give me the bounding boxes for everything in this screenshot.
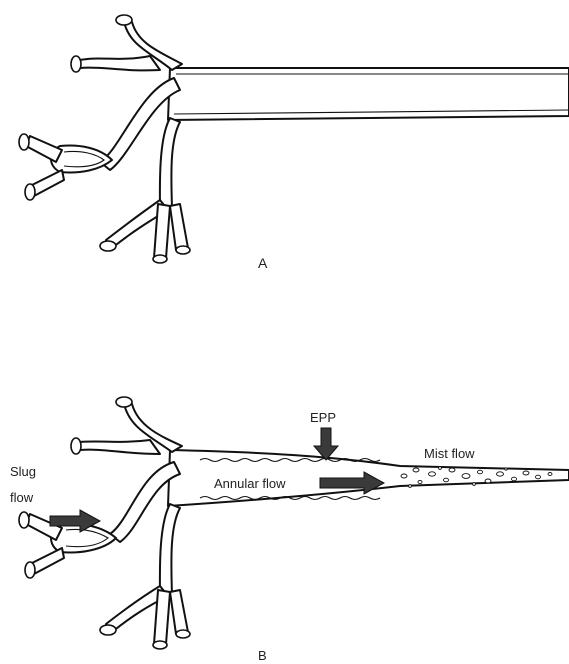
slug-flow-label-line2: flow <box>10 490 34 505</box>
branch-end-a-bottom-3 <box>176 246 190 254</box>
branch-end-a-top <box>116 15 132 25</box>
airway-tree-b <box>19 397 569 649</box>
branch-end-b-left-2 <box>25 562 35 578</box>
branch-end-b-bottom-3 <box>176 630 190 638</box>
panel-label-b: B <box>258 648 267 663</box>
branch-end-b-upper-left <box>71 438 81 454</box>
airway-tree-a <box>19 15 569 263</box>
branch-end-b-top <box>116 397 132 407</box>
epp-arrow <box>314 428 338 460</box>
branch-end-b-bottom-2 <box>153 641 167 649</box>
branch-end-a-left-1 <box>19 134 29 150</box>
epp-label: EPP <box>310 410 336 425</box>
panel-label-a: A <box>258 255 268 271</box>
branch-end-a-upper-left <box>71 56 81 72</box>
branch-end-b-bottom-1 <box>100 625 116 635</box>
branch-end-a-bottom-2 <box>153 255 167 263</box>
branch-end-a-bottom-1 <box>100 241 116 251</box>
branch-end-a-left-2 <box>25 184 35 200</box>
annular-flow-label: Annular flow <box>214 476 286 491</box>
slug-flow-label-line1: Slug <box>10 464 36 479</box>
panel-a: A <box>19 15 569 271</box>
branch-end-b-left-1 <box>19 512 29 528</box>
panel-b: Slug flow EPP Mist flow Annular flow B <box>10 397 569 663</box>
mist-flow-label: Mist flow <box>424 446 475 461</box>
